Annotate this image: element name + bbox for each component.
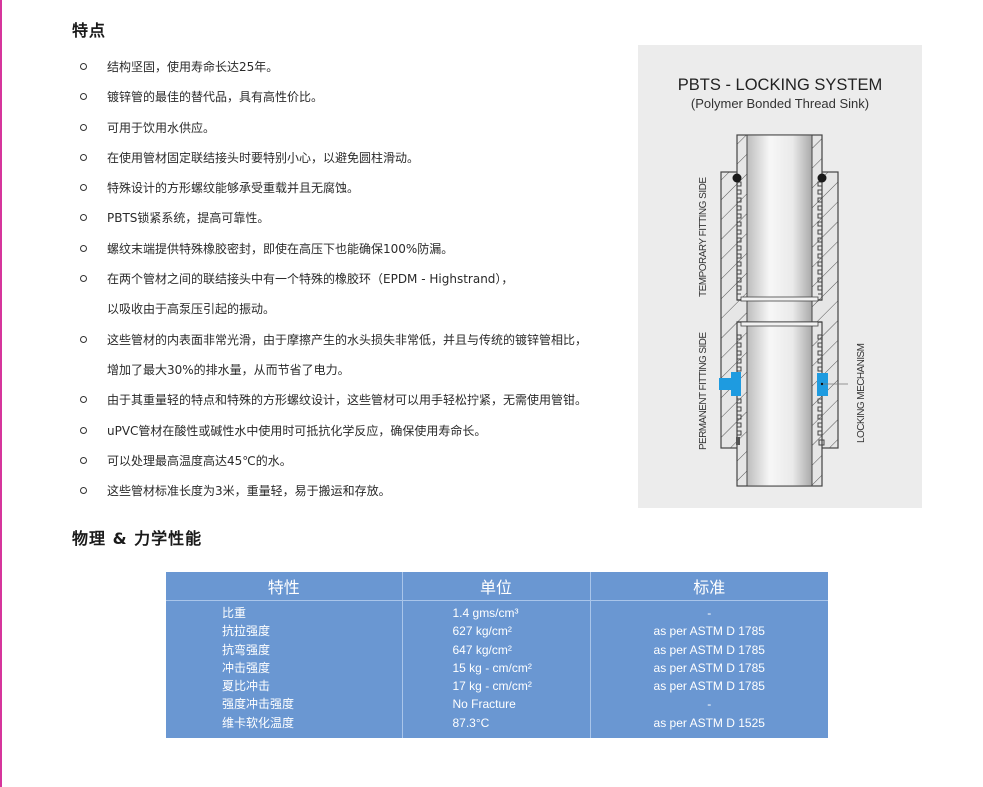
cell-standard: as per ASTM D 1785 (653, 624, 765, 639)
feature-item: 特殊设计的方形螺纹能够承受重载并且无腐蚀。 (80, 178, 640, 208)
header-standard: 标准 (590, 572, 828, 601)
table-row: 比重 1.4 gms/cm³ - (166, 600, 828, 623)
cell-standard: as per ASTM D 1785 (653, 642, 765, 657)
cell-unit: 87.3°C (402, 713, 591, 738)
feature-item: 结构坚固，使用寿命长达25年。 (80, 57, 640, 87)
cell-unit: 15 kg - cm/cm² (402, 658, 591, 678)
cell-unit: 627 kg/cm² (402, 622, 591, 641)
table-row: 抗弯强度 647 kg/cm² as per ASTM D 1785 (166, 640, 828, 659)
cell-unit: 647 kg/cm² (402, 640, 591, 659)
cell-property: 抗拉强度 (166, 622, 403, 641)
table-row: 夏比冲击 17 kg - cm/cm² as per ASTM D 1785 (166, 677, 828, 696)
bullet-circle-icon (80, 487, 87, 495)
properties-table: 特性 单位 标准 比重 1.4 gms/cm³ - 抗拉强度 627 kg/cm… (166, 572, 828, 738)
feature-item: 螺纹末端提供特殊橡胶密封，即使在高压下也能确保100%防漏。 (80, 239, 640, 269)
table-row: 抗拉强度 627 kg/cm² as per ASTM D 1785 (166, 622, 828, 641)
feature-item: 在使用管材固定联结接头时要特别小心，以避免圆柱滑动。 (80, 148, 640, 178)
cell-standard: - (707, 606, 712, 621)
bullet-circle-icon (80, 244, 87, 252)
diagram-subtitle: (Polymer Bonded Thread Sink) (690, 96, 870, 111)
bullet-circle-icon (80, 93, 87, 101)
cell-property: 维卡软化温度 (166, 713, 403, 738)
seal-ring-right-icon (817, 173, 827, 183)
bullet-circle-icon (80, 153, 87, 161)
features-list: 结构坚固，使用寿命长达25年。 镀锌管的最佳的替代品，具有高性价比。 可用于饮用… (80, 57, 640, 511)
lock-left-icon (719, 372, 741, 396)
table-row: 冲击强度 15 kg - cm/cm² as per ASTM D 1785 (166, 658, 828, 678)
header-unit: 单位 (402, 572, 591, 601)
cell-property: 强度冲击强度 (166, 695, 403, 714)
cell-property: 抗弯强度 (166, 640, 403, 659)
header-property: 特性 (166, 572, 403, 601)
label-locking-mechanism: LOCKING MECHANISM (856, 343, 867, 443)
diagram-title: PBTS - LOCKING SYSTEM (677, 76, 883, 94)
bullet-circle-icon (80, 335, 87, 343)
cell-unit: 17 kg - cm/cm² (402, 677, 591, 696)
pipe-cross-section-illustration: TEMPORARY FITTING SIDE PERMANENT FITTING… (698, 134, 867, 487)
table-row: 维卡软化温度 87.3°C as per ASTM D 1525 (166, 713, 828, 738)
feature-item: 可用于饮用水供应。 (80, 118, 640, 148)
cell-property: 冲击强度 (166, 658, 403, 678)
bullet-circle-icon (80, 426, 87, 434)
cell-unit: No Fracture (402, 695, 591, 714)
physical-properties-heading: 物理 & 力学性能 (72, 529, 203, 548)
bullet-circle-icon (80, 184, 87, 192)
pbts-locking-diagram: PBTS - LOCKING SYSTEM (Polymer Bonded Th… (638, 45, 922, 508)
bullet-circle-icon (80, 456, 87, 464)
feature-item: 这些管材的内表面非常光滑，由于摩擦产生的水头损失非常低，并且与传统的镀锌管相比， (80, 330, 640, 360)
feature-item: 在两个管材之间的联结接头中有一个特殊的橡胶环（EPDM - Highstrand… (80, 269, 640, 299)
feature-item: 由于其重量轻的特点和特殊的方形螺纹设计，这些管材可以用手轻松拧紧，无需使用管钳。 (80, 390, 640, 420)
label-permanent-fitting-side: PERMANENT FITTING SIDE (698, 332, 709, 450)
cell-standard: - (707, 697, 712, 712)
table-row: 强度冲击强度 No Fracture - (166, 695, 828, 714)
bullet-circle-icon (80, 275, 87, 283)
cell-property: 比重 (166, 600, 403, 623)
feature-item: 这些管材标准长度为3米，重量轻，易于搬运和存放。 (80, 481, 640, 511)
page-edge-line (0, 0, 2, 787)
seal-ring-left-icon (732, 173, 742, 183)
feature-item: 镀锌管的最佳的替代品，具有高性价比。 (80, 87, 640, 117)
cell-unit: 1.4 gms/cm³ (402, 600, 591, 623)
bullet-circle-icon (80, 123, 87, 131)
bullet-circle-icon (80, 214, 87, 222)
label-temporary-fitting-side: TEMPORARY FITTING SIDE (698, 177, 709, 297)
feature-item: uPVC管材在酸性或碱性水中使用时可抵抗化学反应，确保使用寿命长。 (80, 421, 640, 451)
bullet-circle-icon (80, 396, 87, 404)
features-heading: 特点 (72, 21, 107, 40)
feature-item-continuation: 以吸收由于高泵压引起的振动。 (107, 302, 276, 317)
cell-standard: as per ASTM D 1525 (653, 715, 765, 730)
cell-standard: as per ASTM D 1785 (653, 679, 765, 694)
feature-item: PBTS锁紧系统，提高可靠性。 (80, 208, 640, 238)
bullet-circle-icon (80, 63, 87, 70)
feature-item: 可以处理最高温度高达45℃的水。 (80, 451, 640, 481)
feature-item-continuation: 增加了最大30%的排水量，从而节省了电力。 (107, 362, 350, 377)
cell-property: 夏比冲击 (166, 677, 403, 696)
table-header-row: 特性 单位 标准 (166, 572, 828, 601)
cell-standard: as per ASTM D 1785 (653, 660, 765, 675)
